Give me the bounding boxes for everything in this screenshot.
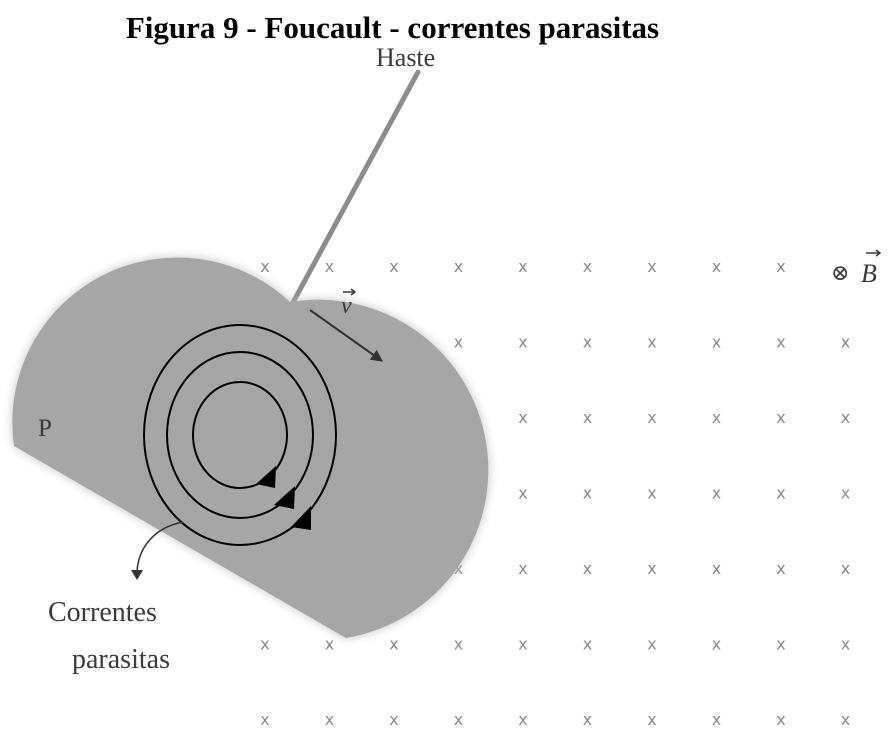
field-mark: x (583, 710, 592, 729)
field-mark: x (583, 333, 592, 352)
rod (287, 69, 421, 311)
field-mark: x (518, 635, 527, 654)
field-mark: x (841, 484, 850, 503)
figure-title: Figura 9 - Foucault - correntes parasita… (125, 10, 660, 45)
eddy-current-loop-middle (166, 351, 314, 519)
field-mark: x (647, 635, 656, 654)
field-mark: x (712, 257, 721, 276)
field-mark: x (583, 559, 592, 578)
field-mark: x (841, 635, 850, 654)
field-mark: x (712, 635, 721, 654)
eddy-current-loop-outer (143, 324, 337, 546)
rod-label: Haste (376, 43, 435, 72)
field-mark: x (518, 559, 527, 578)
field-mark: x (841, 710, 850, 729)
field-vector-tip (875, 249, 882, 257)
field-mark: x (260, 257, 269, 276)
field-mark: x (518, 710, 527, 729)
field-mark: x (712, 710, 721, 729)
field-mark: x (776, 257, 785, 276)
field-mark: x (647, 484, 656, 503)
field-mark: x (454, 559, 463, 578)
field-mark: x (583, 257, 592, 276)
field-mark: x (776, 635, 785, 654)
eddy-current-loop-inner (192, 381, 288, 489)
current-arrow-middle (274, 486, 295, 509)
current-arrow-outer (291, 506, 311, 530)
field-label: B (861, 259, 877, 288)
field-mark: x (647, 408, 656, 427)
field-mark: x (583, 635, 592, 654)
field-mark: x (454, 635, 463, 654)
field-mark: x (647, 559, 656, 578)
field-mark: x (325, 257, 334, 276)
field-mark: x (454, 257, 463, 276)
velocity-label: v (341, 293, 352, 319)
field-mark: x (518, 257, 527, 276)
field-into-page-symbol: ⊗ (831, 260, 849, 285)
eddy-currents-label-line2: parasitas (72, 644, 170, 675)
current-arrow-inner (256, 466, 276, 488)
field-mark: x (389, 710, 398, 729)
field-mark: x (712, 408, 721, 427)
currents-pointer-head (131, 570, 143, 580)
field-mark: x (841, 408, 850, 427)
field-mark: x (518, 408, 527, 427)
currents-pointer (136, 521, 184, 573)
field-mark: x (776, 484, 785, 503)
velocity-arrow (309, 309, 383, 362)
field-mark: x (454, 710, 463, 729)
field-mark: x (325, 710, 334, 729)
field-mark: x (712, 333, 721, 352)
field-mark: x (841, 559, 850, 578)
field-mark: x (389, 257, 398, 276)
field-mark: x (454, 333, 463, 352)
eddy-currents-label-line1: Correntes (48, 597, 157, 628)
field-mark: x (325, 635, 334, 654)
field-mark: x (647, 710, 656, 729)
field-mark: x (647, 333, 656, 352)
field-mark: x (776, 333, 785, 352)
field-mark: x (389, 635, 398, 654)
velocity-vector-tip (350, 288, 357, 296)
field-mark: x (583, 408, 592, 427)
field-mark: x (712, 559, 721, 578)
eddy-current-loops (143, 324, 337, 546)
current-direction-arrows (256, 466, 311, 530)
field-mark: x (647, 257, 656, 276)
plate-label: P (38, 415, 52, 442)
field-mark: x (776, 559, 785, 578)
field-mark: x (776, 710, 785, 729)
field-mark: x (260, 635, 269, 654)
field-mark: x (583, 484, 592, 503)
field-mark: x (841, 333, 850, 352)
field-mark: x (518, 484, 527, 503)
pendulum-plate (12, 257, 489, 638)
field-mark: x (712, 484, 721, 503)
field-mark: x (518, 333, 527, 352)
field-mark: x (776, 408, 785, 427)
field-mark: x (260, 710, 269, 729)
